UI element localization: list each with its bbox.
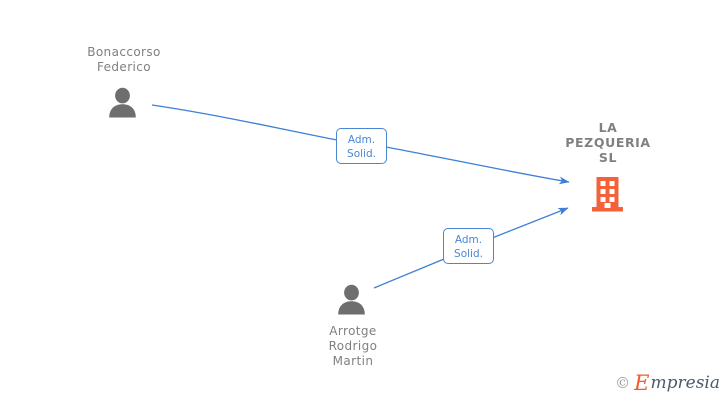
building-icon[interactable]	[592, 177, 623, 212]
person-icon[interactable]	[109, 87, 136, 118]
company-label-la-pezqueria: LA PEZQUERIA SL	[565, 120, 651, 165]
building-base	[592, 207, 623, 212]
person-head	[344, 284, 359, 301]
person-icon[interactable]	[338, 284, 365, 315]
person-head	[115, 87, 130, 104]
edge-line-segment-left	[151, 104, 338, 141]
edge-bonaccorso-to-company[interactable]	[151, 104, 570, 185]
edge-label-adm-solid-bottom[interactable]: Adm. Solid.	[443, 228, 494, 264]
edge-line-segment-right	[385, 146, 570, 185]
person-label-bonaccorso: Bonaccorso Federico	[87, 45, 161, 74]
edge-line-segment-right	[491, 207, 569, 239]
watermark-brand-initial: E	[634, 371, 650, 395]
copyright-icon: ©	[615, 374, 631, 392]
watermark-empresia: © E mpresia	[615, 373, 720, 394]
edge-line-segment-left	[373, 258, 445, 289]
edge-label-adm-solid-top[interactable]: Adm. Solid.	[336, 128, 387, 164]
building-windows	[600, 181, 615, 202]
edge-arrotge-to-company[interactable]	[373, 207, 569, 289]
person-shoulders	[338, 301, 365, 315]
person-shoulders	[109, 104, 136, 118]
watermark-brand-rest: mpresia	[650, 373, 721, 393]
person-label-arrotge: Arrotge Rodrigo Martin	[328, 324, 378, 368]
building-door	[604, 203, 611, 208]
